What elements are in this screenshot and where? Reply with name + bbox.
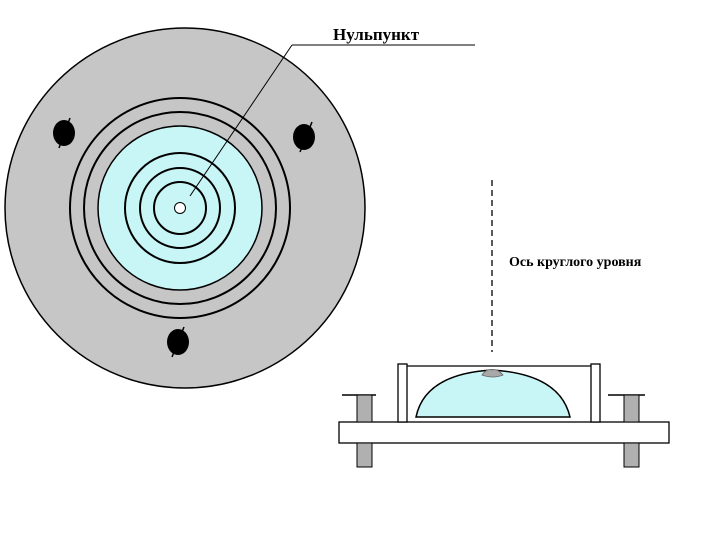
null-point-label: Нульпункт: [333, 25, 420, 44]
side-screw-right: [608, 394, 645, 468]
base-plate: [338, 421, 670, 444]
scale-ring-3: [124, 152, 236, 264]
null-point-callout: Нульпункт: [189, 25, 475, 197]
inner-ring: [83, 111, 277, 305]
housing-wall-right: [590, 363, 601, 423]
housing-wall-left: [397, 363, 408, 423]
level-axis: Ось круглого уровня: [491, 180, 642, 352]
level-axis-label: Ось круглого уровня: [509, 255, 642, 270]
outer-ring: [69, 97, 291, 319]
side-view: [338, 363, 670, 468]
screw-bottom: [167, 326, 189, 358]
bubble-center: [174, 202, 186, 214]
scale-ring-2: [139, 167, 221, 249]
leader-line: [189, 44, 293, 197]
screw-left: [53, 117, 75, 149]
scale-ring-1: [153, 181, 207, 235]
top-view: [4, 27, 366, 389]
bubble: [481, 369, 504, 378]
screw-right: [293, 121, 315, 153]
side-screw-left: [342, 394, 376, 468]
